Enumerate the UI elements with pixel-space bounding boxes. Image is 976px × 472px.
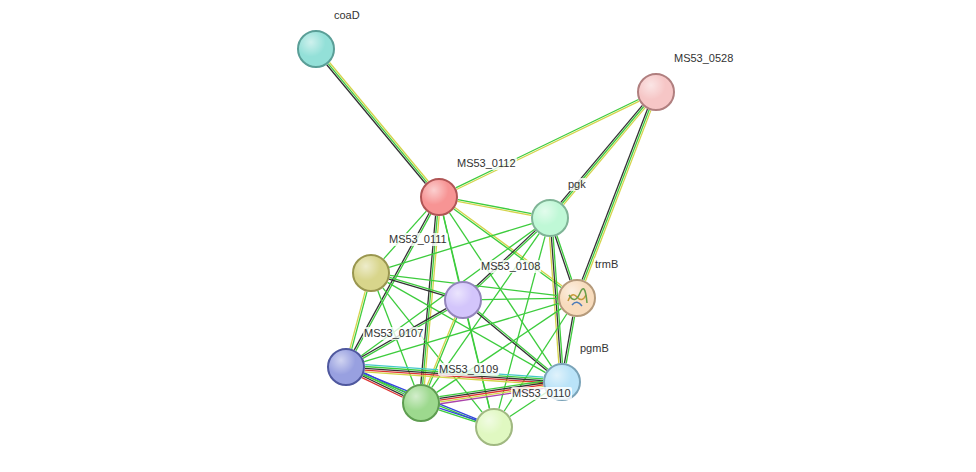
interaction-edge <box>458 200 532 216</box>
evidence-line <box>432 234 539 388</box>
protein-node: trmB <box>558 279 596 317</box>
protein-node: MS53_0110 <box>475 408 513 446</box>
node-label: MS53_0107 <box>363 327 424 340</box>
evidence-line <box>566 317 574 364</box>
interaction-edge <box>482 298 558 299</box>
node-label: pgk <box>567 178 587 191</box>
protein-node: MS53_0107 <box>327 348 365 386</box>
node-label: MS53_0528 <box>673 52 734 65</box>
interaction-edge <box>432 234 539 388</box>
interaction-edge <box>582 109 651 281</box>
evidence-line <box>352 292 367 349</box>
interaction-edge <box>350 291 367 349</box>
protein-node: MS53_0111 <box>352 254 390 292</box>
protein-node: MS53_0112 <box>420 178 458 216</box>
protein-node: MS53_0528 <box>637 73 675 111</box>
evidence-line <box>330 62 429 181</box>
evidence-line <box>564 317 572 364</box>
evidence-line <box>585 110 650 281</box>
evidence-line <box>327 65 426 184</box>
evidence-line <box>476 230 535 286</box>
interaction-edge <box>564 317 574 364</box>
node-label: MS53_0109 <box>438 363 499 376</box>
interaction-edge <box>476 230 537 287</box>
evidence-line <box>458 201 532 215</box>
protein-node: pgk <box>531 199 569 237</box>
evidence-line <box>456 99 639 187</box>
evidence-line <box>458 200 532 214</box>
evidence-line <box>482 298 558 299</box>
interaction-edge <box>327 62 428 183</box>
evidence-line <box>363 376 404 396</box>
node-label: MS53_0111 <box>388 233 448 246</box>
interaction-edge <box>362 309 447 359</box>
protein-node: MS53_0108 <box>444 281 482 319</box>
interaction-edge <box>439 408 476 422</box>
evidence-line <box>439 410 476 422</box>
structure-stroke <box>569 289 587 303</box>
interaction-edge <box>555 236 572 281</box>
evidence-line <box>363 310 447 358</box>
evidence-line <box>584 110 649 281</box>
evidence-line <box>350 291 365 348</box>
structure-stroke <box>572 302 582 306</box>
node-label: trmB <box>594 258 619 271</box>
protein-node: coaD <box>297 30 335 68</box>
structure-icon <box>560 281 594 315</box>
evidence-line <box>582 109 647 280</box>
node-label: coaD <box>333 9 361 22</box>
node-label: MS53_0108 <box>480 260 541 273</box>
evidence-line <box>439 408 476 420</box>
evidence-line <box>557 236 572 280</box>
evidence-line <box>555 236 570 280</box>
protein-node: MS53_0109 <box>402 384 440 422</box>
node-label: MS53_0112 <box>456 157 517 170</box>
node-label: pgmB <box>579 342 610 355</box>
interaction-edge <box>389 277 445 295</box>
evidence-line <box>328 64 427 183</box>
evidence-line <box>389 277 445 293</box>
node-label: MS53_0110 <box>511 387 572 400</box>
